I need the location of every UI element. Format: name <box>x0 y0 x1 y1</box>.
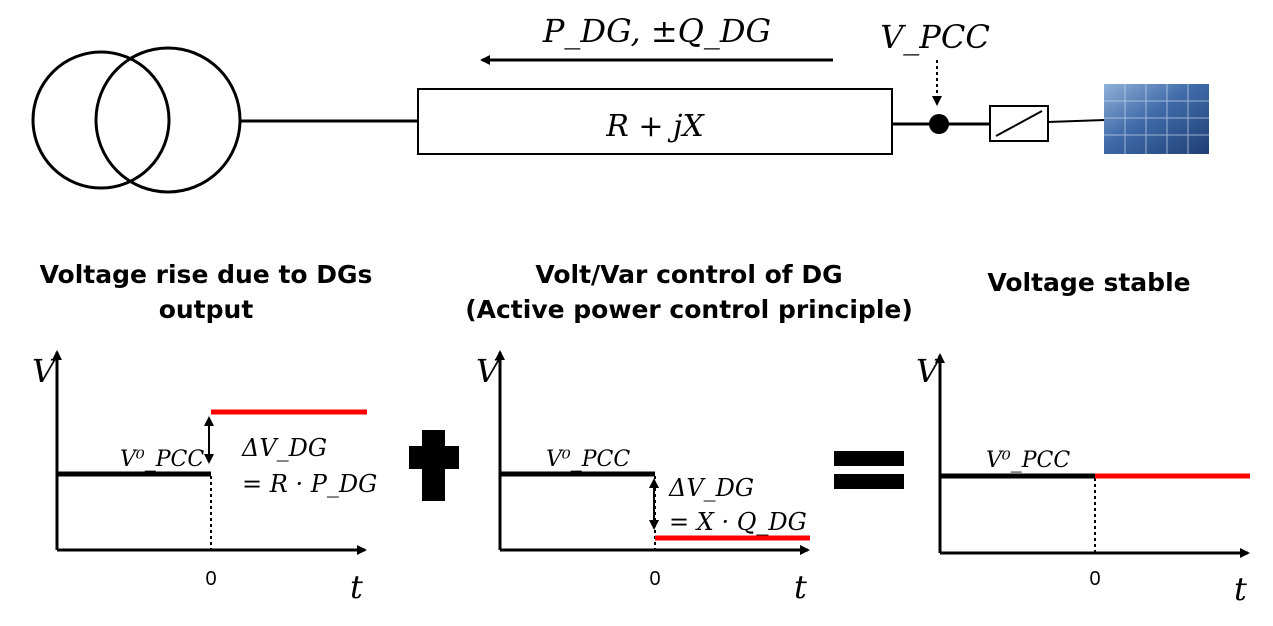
panel-2-delta-label: ΔV_DG <box>668 474 754 502</box>
panel-1-v-axis-label: V <box>32 352 58 390</box>
panel-1-zero-tick: 0 <box>205 568 216 590</box>
impedance-box: R + jX <box>417 88 893 155</box>
plus-operator: + <box>409 430 459 501</box>
panel-voltage-rise: Voltage rise due to DGs output V t 0 V⁰_… <box>32 260 377 606</box>
panel-1-delta-label: ΔV_DG <box>241 434 327 462</box>
panel-volt-var-control: Volt/Var control of DG (Active power con… <box>465 260 913 606</box>
panel-3-t-axis-label: t <box>1234 570 1247 608</box>
pv-connection-line <box>1047 119 1106 123</box>
impedance-label: R + jX <box>605 109 705 144</box>
panel-2-zero-tick: 0 <box>649 568 660 590</box>
panel-1-title-line1: Voltage rise due to DGs <box>40 260 373 289</box>
panel-3-title: Voltage stable <box>987 268 1190 297</box>
panel-3-ref-label: V⁰_PCC <box>986 448 1070 473</box>
inverter-icon <box>989 105 1049 142</box>
panel-3-zero-tick: 0 <box>1089 568 1100 590</box>
panel-2-title-line1: Volt/Var control of DG <box>535 260 842 289</box>
pv-panel-icon <box>1104 84 1209 154</box>
panel-1-eq-label: = R · P_DG <box>242 470 377 498</box>
panel-voltage-stable: Voltage stable V t 0 V⁰_PCC <box>916 268 1250 608</box>
panel-1-ref-label: V⁰_PCC <box>120 447 204 472</box>
panel-2-ref-label: V⁰_PCC <box>546 447 630 472</box>
equals-operator: = <box>834 451 904 489</box>
panel-2-t-axis-label: t <box>794 568 807 606</box>
pcc-label: V_PCC <box>880 18 990 56</box>
pcc-node <box>929 114 949 134</box>
panel-2-eq-label: = X · Q_DG <box>669 508 807 536</box>
panel-3-v-axis-label: V <box>916 352 942 390</box>
panel-2-v-axis-label: V <box>476 352 502 390</box>
panel-1-t-axis-label: t <box>350 568 363 606</box>
network-diagram: R + jX V_PCC P_DG, ±Q_DG <box>31 12 1209 194</box>
panel-2-title-line2: (Active power control principle) <box>465 295 913 324</box>
power-flow-label: P_DG, ±Q_DG <box>542 12 771 50</box>
panel-1-title-line2: output <box>159 295 254 324</box>
transformer-icon <box>31 46 242 194</box>
